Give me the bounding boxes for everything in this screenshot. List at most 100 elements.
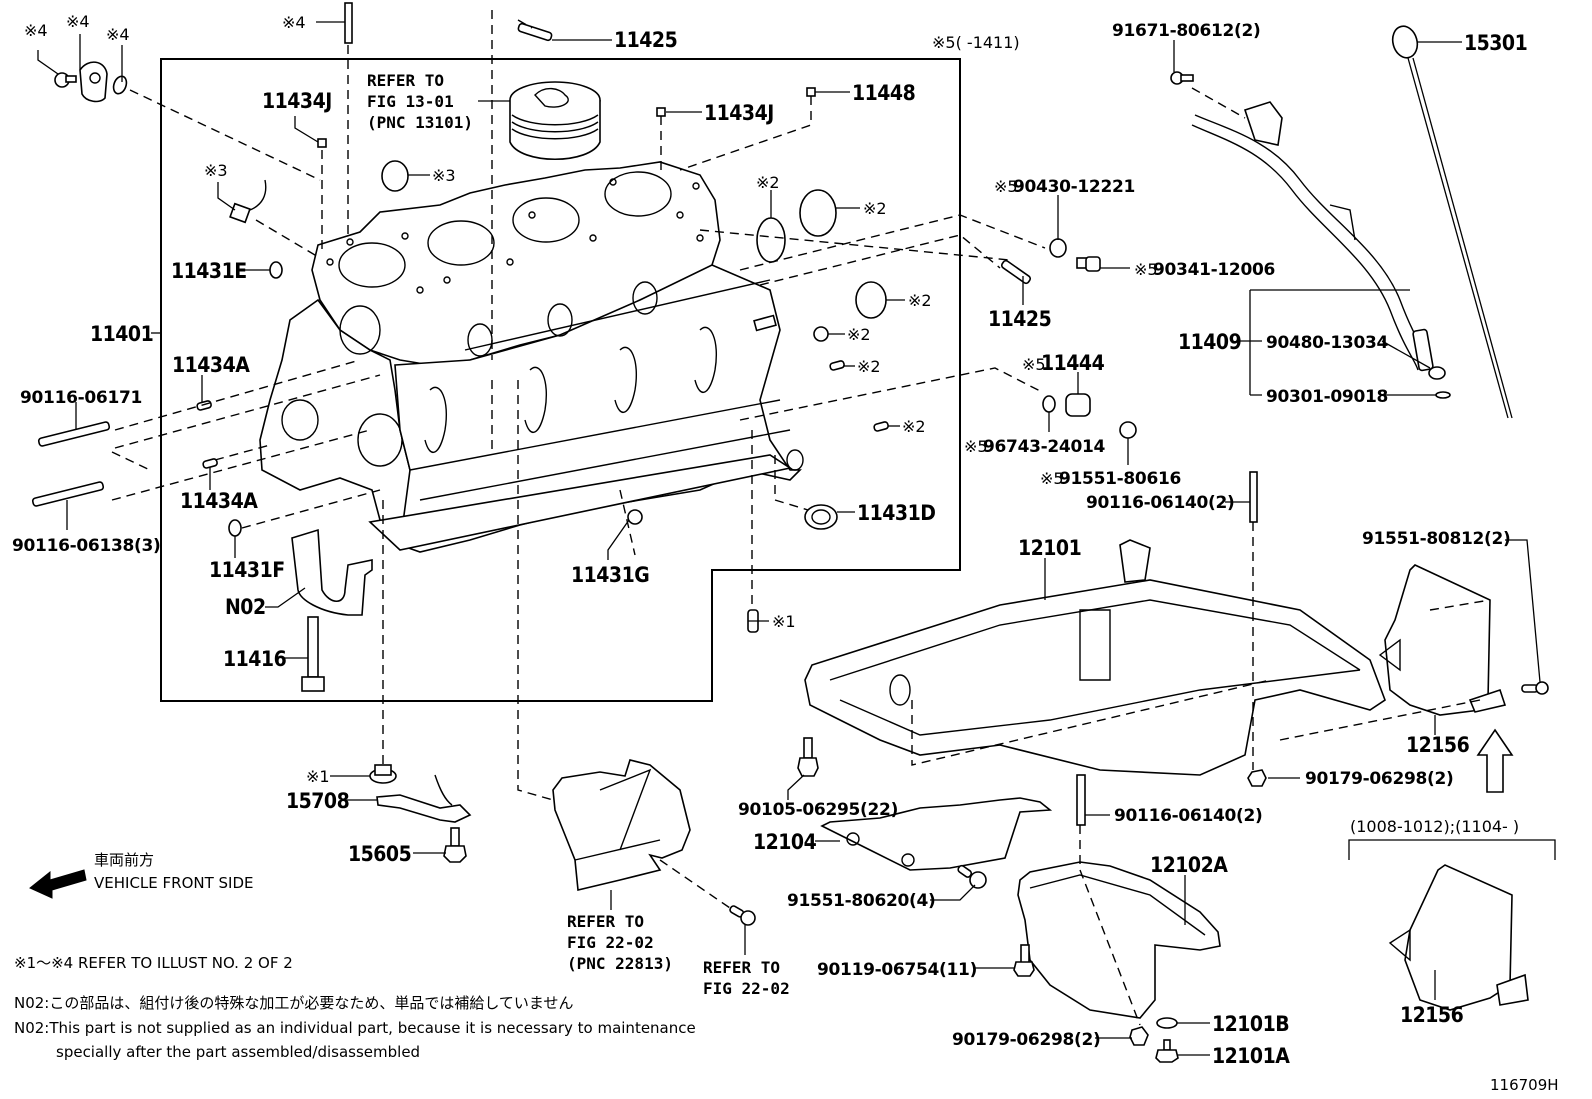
stud-90116-06171 <box>37 421 111 447</box>
n02-note-en-2: specially after the part assembled/disas… <box>56 1043 420 1061</box>
plug-11431F <box>228 519 242 537</box>
part-label-12102A[interactable]: 12102A <box>1150 853 1229 877</box>
dowel-11434J-left <box>317 138 327 148</box>
part-label-91671-80612[interactable]: 91671-80612(2) <box>1112 21 1261 41</box>
part-label-11448[interactable]: 11448 <box>852 81 916 105</box>
part-label-15301[interactable]: 15301 <box>1464 31 1528 55</box>
plug-11431G <box>627 509 643 525</box>
part-label-11416[interactable]: 11416 <box>223 647 287 671</box>
part-label-15605[interactable]: 15605 <box>348 842 412 866</box>
marker-m1-a: ※1 <box>306 767 330 786</box>
marker-m5-a: ※5 <box>994 177 1018 196</box>
marker-reference-note: ※1～※4 REFER TO ILLUST NO. 2 OF 2 <box>14 954 293 972</box>
part-label-12101A[interactable]: 12101A <box>1212 1044 1291 1068</box>
part-label-12101[interactable]: 12101 <box>1018 536 1082 560</box>
reference-bracket[interactable]: REFER TO FIG 22-02 (PNC 22813) <box>567 912 673 973</box>
plug-12101A <box>1155 1039 1179 1063</box>
part-label-11431F[interactable]: 11431F <box>209 558 285 582</box>
part-label-91551-80812[interactable]: 91551-80812(2) <box>1362 529 1511 549</box>
part-label-12156-top[interactable]: 12156 <box>1406 733 1470 757</box>
bolt-91551-80812 <box>1521 681 1549 695</box>
part-label-91551-80620[interactable]: 91551-80620(4) <box>787 891 936 911</box>
part-label-11444[interactable]: 11444 <box>1041 351 1105 375</box>
part-label-11431E[interactable]: 11431E <box>171 259 247 283</box>
part-label-15708[interactable]: 15708 <box>286 789 350 813</box>
marker-m4-c: ※4 <box>106 25 130 44</box>
part-label-11401[interactable]: 11401 <box>90 322 154 346</box>
baffle-12156-lower <box>1388 864 1529 1011</box>
marker-m5-d: ※5 <box>964 437 988 456</box>
part-label-90116-06138[interactable]: 90116-06138(3) <box>12 536 161 556</box>
stud-90116-06140-top <box>1249 471 1258 523</box>
part-label-11409[interactable]: 11409 <box>1178 330 1242 354</box>
part-label-11425-right[interactable]: 11425 <box>988 307 1052 331</box>
washer-90430-12221 <box>1049 238 1067 258</box>
vehicle-front-jp: 車両前方 <box>94 851 154 869</box>
leader-lines <box>37 21 1541 1056</box>
part-label-90179-06298-top[interactable]: 90179-06298(2) <box>1305 769 1454 789</box>
marker-m5-b: ※5 <box>1134 260 1158 279</box>
bearing-cap-N02 <box>291 528 373 616</box>
baffle-12104 <box>820 797 1053 871</box>
part-label-11425-top[interactable]: 11425 <box>614 28 678 52</box>
part-label-90105-06295[interactable]: 90105-06295(22) <box>738 800 898 820</box>
part-label-12104[interactable]: 12104 <box>753 830 817 854</box>
ref-piston-line3: (PNC 13101) <box>367 113 473 132</box>
part-label-90430-12221[interactable]: 90430-12221 <box>1013 177 1135 197</box>
reference-bolt[interactable]: REFER TO FIG 22-02 <box>703 958 790 998</box>
part-label-90119-06754[interactable]: 90119-06754(11) <box>817 960 977 980</box>
part-label-11434J-mid[interactable]: 11434J <box>704 101 774 125</box>
part-label-11434A-upper[interactable]: 11434A <box>172 353 251 377</box>
vehicle-front-en: VEHICLE FRONT SIDE <box>94 874 254 892</box>
ref-bracket-line2: FIG 22-02 <box>567 933 654 952</box>
seal-11431D <box>804 504 838 530</box>
bolt-90105-06295 <box>797 737 819 777</box>
part-label-90116-06171[interactable]: 90116-06171 <box>20 388 142 408</box>
oil-gauge-guide <box>1191 101 1451 399</box>
part-label-11434J-left[interactable]: 11434J <box>262 89 332 113</box>
plug-m1-left <box>369 764 397 784</box>
marker-m4-d: ※4 <box>282 13 306 32</box>
ref-bolt-line1: REFER TO <box>703 958 780 977</box>
part-label-12101B[interactable]: 12101B <box>1212 1012 1290 1036</box>
part-label-96743-24014[interactable]: 96743-24014 <box>983 437 1106 457</box>
bolt-90119-06754 <box>1013 944 1035 977</box>
pin-m2-f <box>873 421 889 432</box>
part-number-labels: 11425 11434J 11434J 11448 11431E 11401 1… <box>12 21 1528 1068</box>
plug-m3 <box>381 160 409 192</box>
gasket-12101B <box>1156 1017 1178 1029</box>
part-label-N02[interactable]: N02 <box>225 595 266 619</box>
part-label-90116-06140-top[interactable]: 90116-06140(2) <box>1086 493 1235 513</box>
stud-90116-06140-bot <box>1076 774 1086 826</box>
part-label-90341-12006[interactable]: 90341-12006 <box>1153 260 1275 280</box>
block-group-frame <box>160 58 961 702</box>
marker-m2-d: ※2 <box>847 325 871 344</box>
oil-pressure-switch-11444 <box>1042 393 1137 439</box>
reference-piston[interactable]: REFER TO FIG 13-01 (PNC 13101) <box>367 71 473 132</box>
plug-90341-12006 <box>1076 256 1101 272</box>
marker-m2-c: ※2 <box>908 291 932 310</box>
part-label-12156-bot[interactable]: 12156 <box>1400 1003 1464 1027</box>
part-label-90480-13034[interactable]: 90480-13034 <box>1266 333 1389 353</box>
marker-m3-a: ※3 <box>204 161 228 180</box>
plug-m2-a <box>756 217 786 263</box>
part-label-90116-06140-bot[interactable]: 90116-06140(2) <box>1114 806 1263 826</box>
dowel-11434J-mid <box>656 107 666 117</box>
legend: 車両前方 VEHICLE FRONT SIDE ※1～※4 REFER TO I… <box>14 851 1559 1094</box>
marker-m1-b: ※1 <box>772 612 796 631</box>
part-label-11431D[interactable]: 11431D <box>857 501 936 525</box>
ref-piston-line1: REFER TO <box>367 71 444 90</box>
part-label-91551-80616[interactable]: 91551-80616 <box>1059 469 1181 489</box>
oil-pan-12102A <box>1017 861 1221 1019</box>
stud-11425-top <box>517 22 553 42</box>
marker-m5-e: ※5 <box>1040 469 1064 488</box>
pin-11434A-lower <box>202 458 218 469</box>
oil-jet-15708 <box>376 774 472 823</box>
part-label-90179-06298-bot[interactable]: 90179-06298(2) <box>952 1030 1101 1050</box>
part-label-11434A-lower[interactable]: 11434A <box>180 489 259 513</box>
ref-piston-line2: FIG 13-01 <box>367 92 454 111</box>
part-label-11431G[interactable]: 11431G <box>571 563 650 587</box>
plug-m2-b <box>799 189 837 237</box>
part-label-90301-09018[interactable]: 90301-09018 <box>1266 387 1388 407</box>
